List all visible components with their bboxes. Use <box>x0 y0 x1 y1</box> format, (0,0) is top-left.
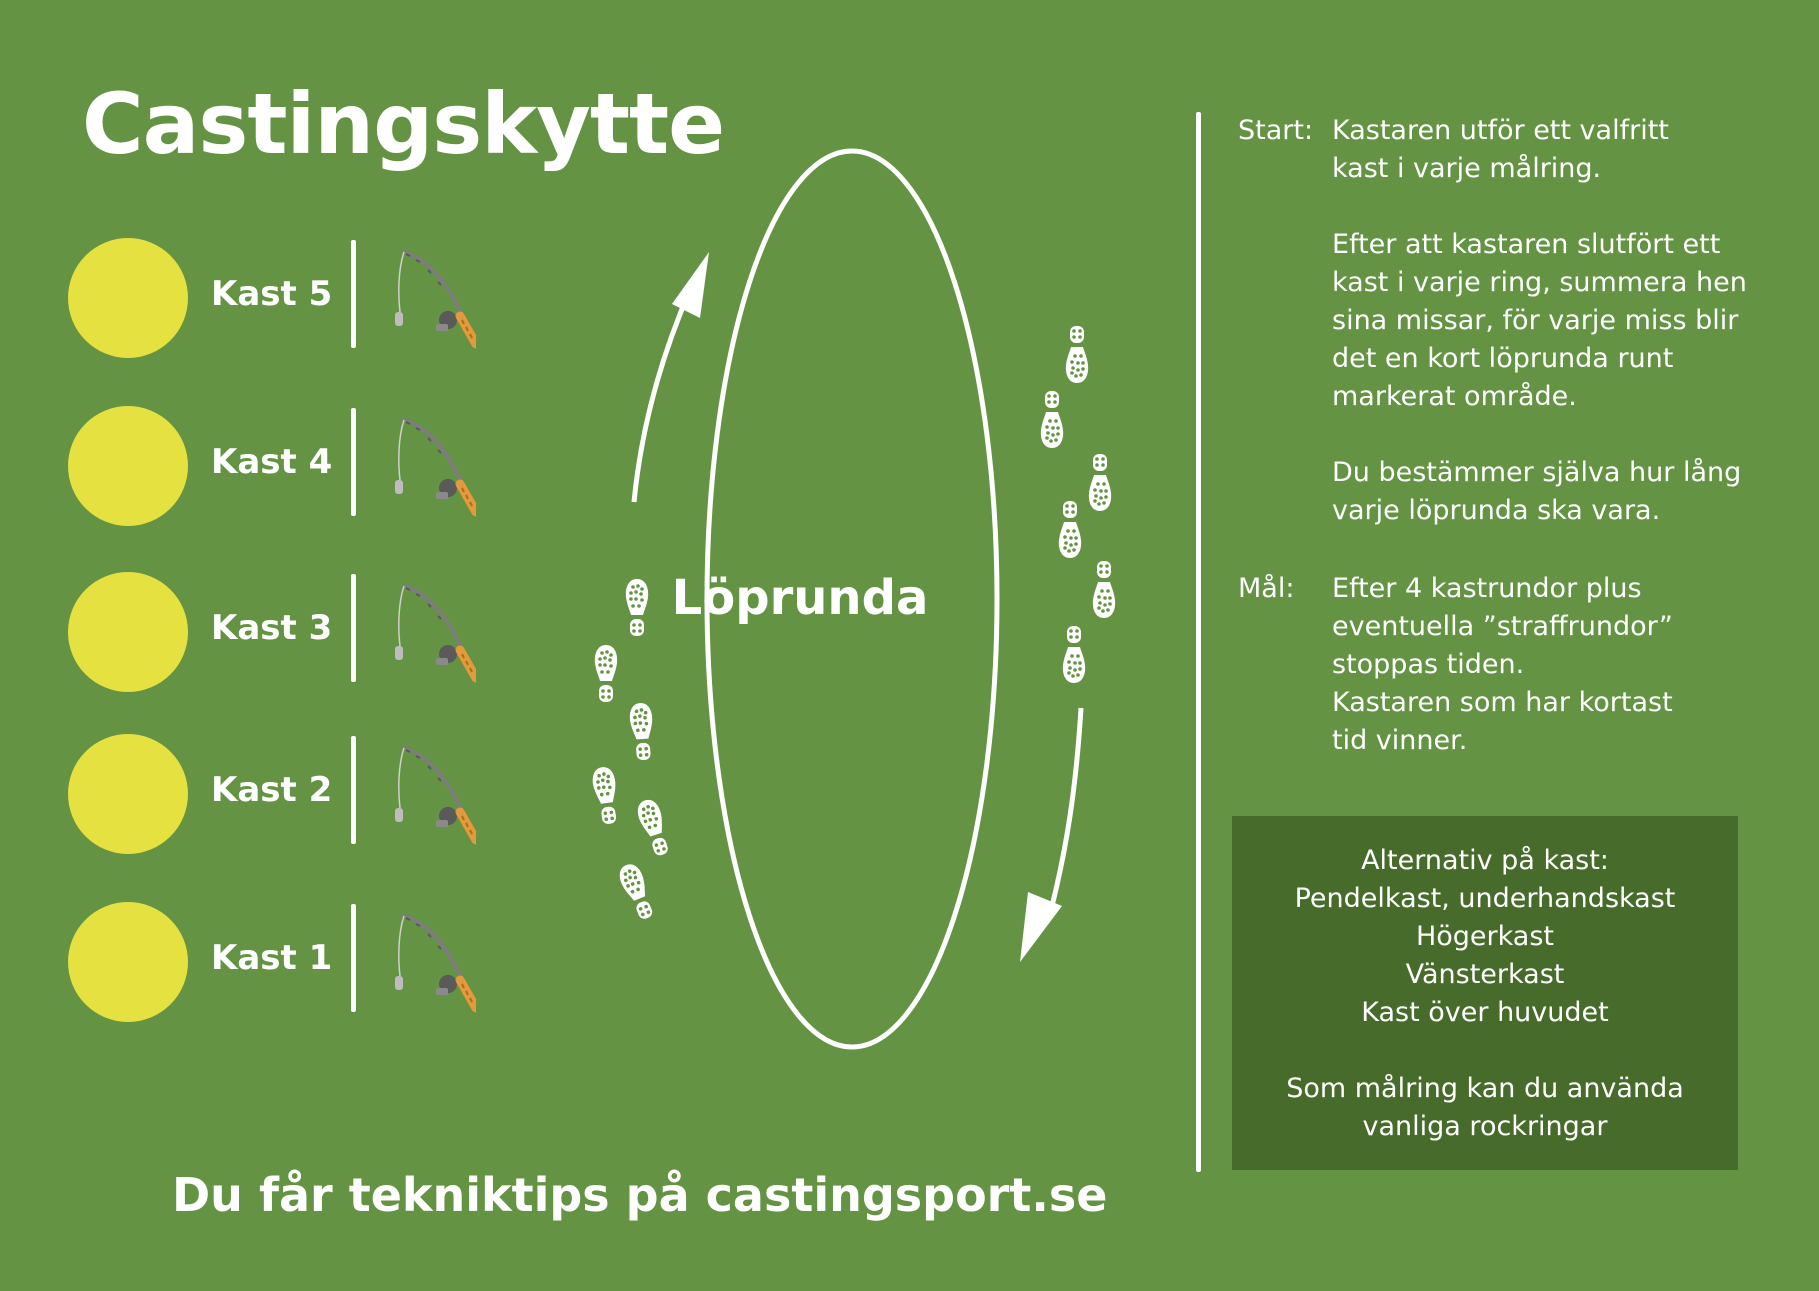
start-paragraph: Kastaren utför ett valfritt kast i varje… <box>1332 115 1669 184</box>
page-title: Castingskytte <box>82 75 725 173</box>
footprint-icon <box>1065 326 1089 383</box>
station-kast-5: Kast 5 <box>68 238 488 358</box>
start-text: Kastaren utför ett valfritt kast i varje… <box>1332 112 1772 530</box>
alternative-item: Vänsterkast <box>1405 959 1565 990</box>
station-divider <box>351 408 356 516</box>
start-paragraph: Efter att kastaren slutfört ett kast i v… <box>1332 229 1747 412</box>
target-ring <box>68 238 188 358</box>
fishing-rod-icon <box>376 408 476 518</box>
goal-rules: Mål: Efter 4 kastrundor plus eventuella … <box>1238 570 1768 770</box>
station-label: Kast 3 <box>211 608 333 648</box>
footprints-right <box>1040 326 1116 683</box>
station-divider <box>351 574 356 682</box>
footprint-icon <box>628 702 656 761</box>
run-track-diagram <box>590 148 1116 1050</box>
station-divider <box>351 904 356 1012</box>
alternatives-heading: Alternativ på kast: <box>1361 845 1609 876</box>
footprint-icon <box>590 765 621 826</box>
footprint-icon <box>634 796 674 859</box>
footprint-icon <box>1088 454 1112 511</box>
station-label: Kast 5 <box>211 274 333 314</box>
fishing-rod-icon <box>376 904 476 1014</box>
goal-paragraph: Kastaren som har kortast tid vinner. <box>1332 687 1673 756</box>
station-label: Kast 1 <box>211 938 333 978</box>
footprints-left <box>590 579 674 923</box>
footprint-icon <box>594 645 618 702</box>
footprint-icon <box>1040 391 1064 448</box>
rules-divider <box>1196 112 1201 1172</box>
fishing-rod-icon <box>376 574 476 684</box>
start-label: Start: <box>1238 115 1314 146</box>
start-paragraph: Du bestämmer själva hur lång varje löpru… <box>1332 457 1742 526</box>
alternative-item: Kast över huvudet <box>1361 997 1609 1028</box>
arrow-down-icon <box>1020 707 1084 962</box>
goal-paragraph: Efter 4 kastrundor plus eventuella ”stra… <box>1332 573 1673 680</box>
target-ring <box>68 572 188 692</box>
footer-note: Du får tekniktips på castingsport.se <box>172 1168 1108 1222</box>
target-ring <box>68 406 188 526</box>
station-kast-4: Kast 4 <box>68 406 488 526</box>
run-label: Löprunda <box>671 570 929 626</box>
footprint-icon <box>625 579 649 636</box>
goal-text: Efter 4 kastrundor plus eventuella ”stra… <box>1332 570 1772 760</box>
start-rules: Start: Kastaren utför ett valfritt kast … <box>1238 112 1768 542</box>
footprint-icon <box>1058 501 1082 558</box>
alternative-item: Pendelkast, underhandskast <box>1294 883 1676 914</box>
goal-label: Mål: <box>1238 573 1295 604</box>
station-divider <box>351 736 356 844</box>
alternatives-note: vanliga rockringar <box>1362 1111 1608 1142</box>
fishing-rod-icon <box>376 240 476 350</box>
arrow-up-icon <box>631 252 709 503</box>
fishing-rod-icon <box>376 736 476 846</box>
station-label: Kast 2 <box>211 770 333 810</box>
station-divider <box>351 240 356 348</box>
station-kast-2: Kast 2 <box>68 734 488 854</box>
footprint-icon <box>615 860 658 923</box>
target-ring <box>68 734 188 854</box>
footprint-icon <box>1062 626 1086 683</box>
alternatives-panel: Alternativ på kast: Pendelkast, underhan… <box>1232 816 1738 1170</box>
alternatives-note: Som målring kan du använda <box>1286 1073 1684 1104</box>
alternative-item: Högerkast <box>1415 921 1555 952</box>
footprint-icon <box>1092 561 1116 618</box>
station-kast-1: Kast 1 <box>68 902 488 1022</box>
spacer <box>1232 1032 1738 1070</box>
station-kast-3: Kast 3 <box>68 572 488 692</box>
target-ring <box>68 902 188 1022</box>
station-label: Kast 4 <box>211 442 333 482</box>
run-track-loop <box>704 148 1000 1050</box>
